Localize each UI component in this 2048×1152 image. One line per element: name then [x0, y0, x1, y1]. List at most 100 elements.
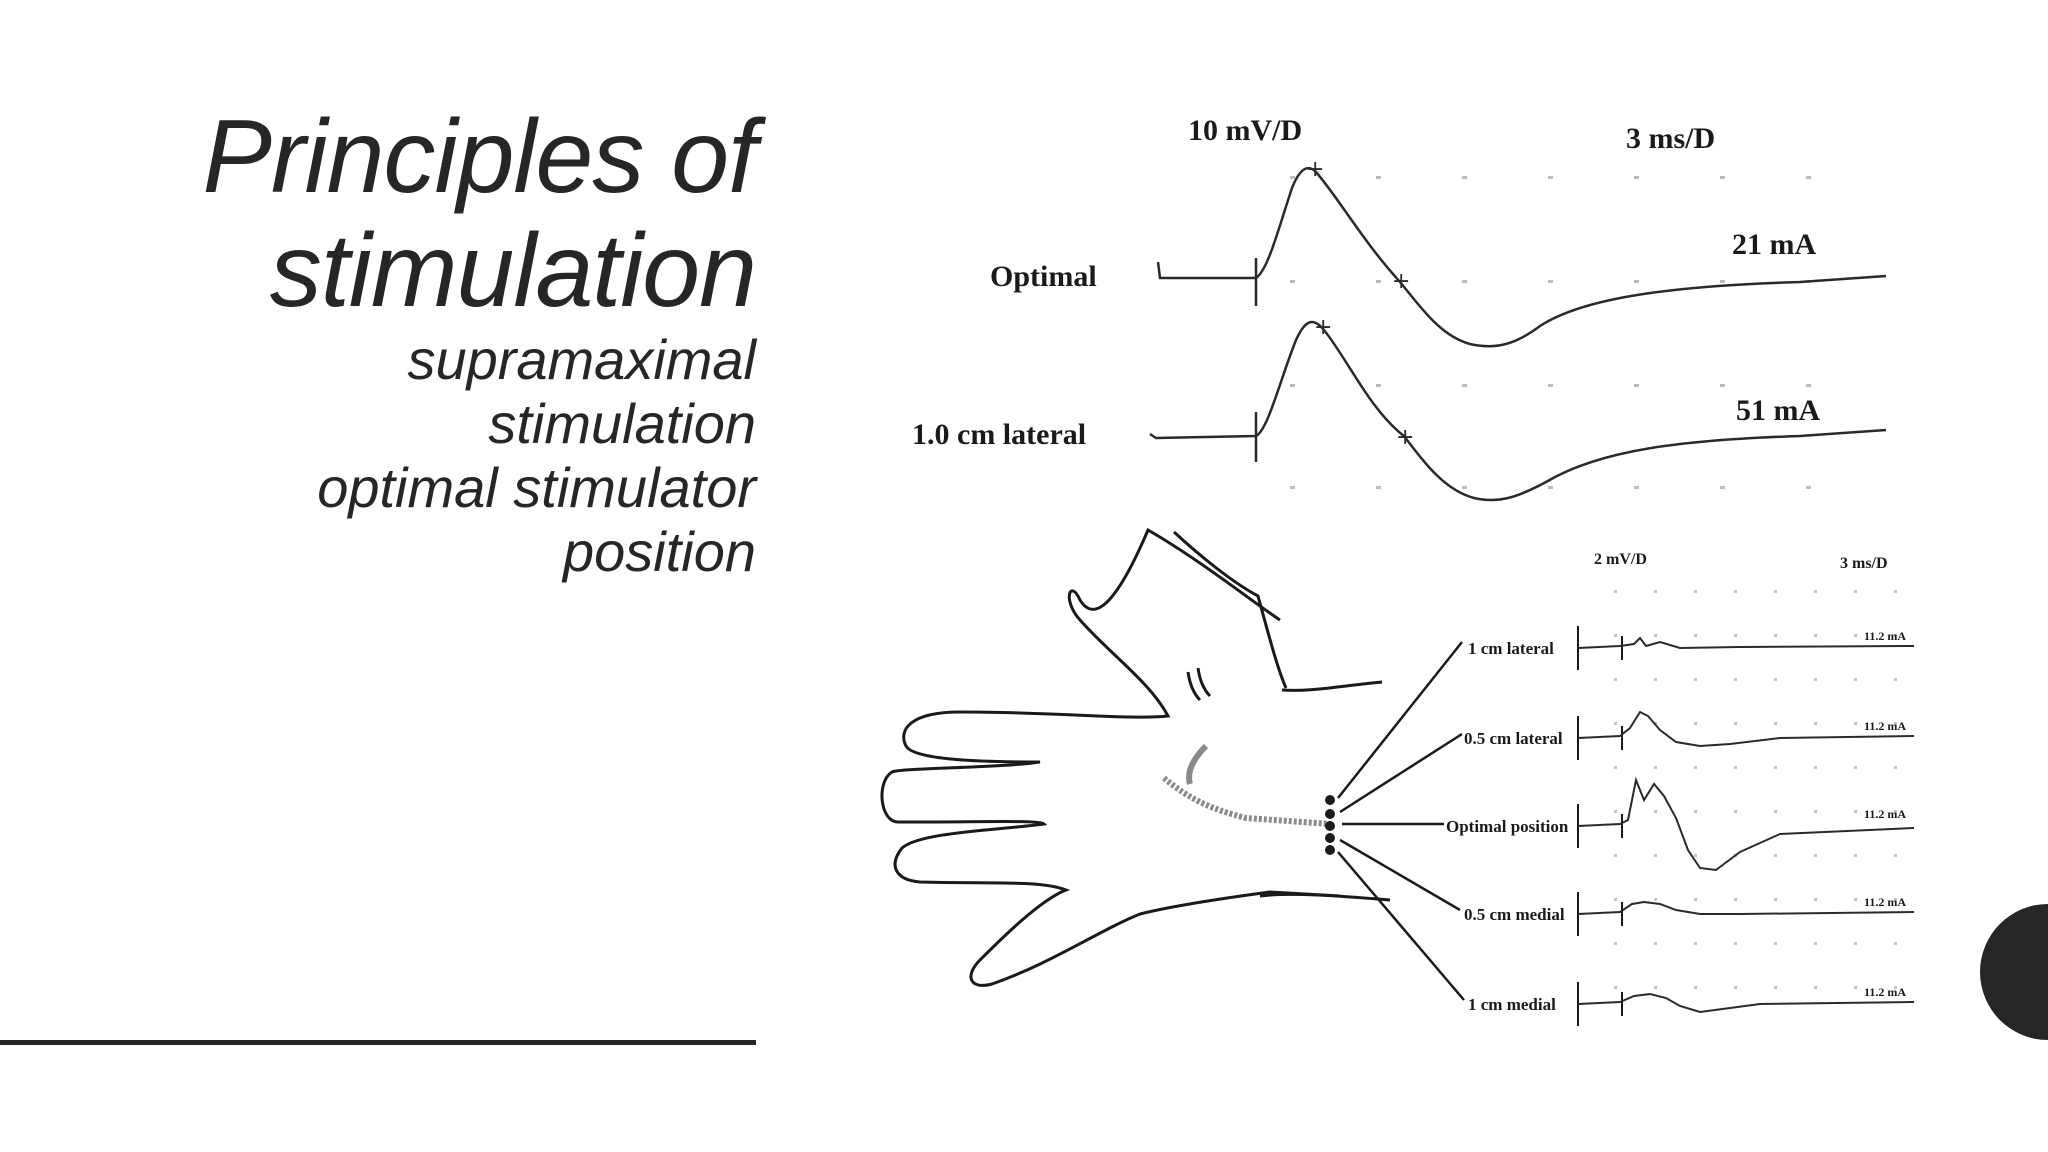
grid-dot: [1894, 678, 1897, 681]
grid-dot: [1614, 854, 1617, 857]
grid-dot: [1634, 384, 1639, 387]
grid-dot: [1734, 722, 1737, 725]
trace-current: 11.2 mA: [1864, 629, 1906, 643]
grid-dot: [1814, 898, 1817, 901]
grid-dot: [1806, 486, 1811, 489]
grid-dot: [1694, 634, 1697, 637]
grid-dot: [1854, 722, 1857, 725]
waveform-optimal: [1156, 167, 1887, 348]
stimulation-points: [1325, 795, 1335, 855]
onset-cursor-optimal: +: [1392, 269, 1410, 294]
grid-dot: [1376, 280, 1381, 283]
grid-dot: [1720, 176, 1725, 179]
grid-dot: [1854, 766, 1857, 769]
waveform-lateral: [1149, 320, 1887, 502]
grid-dot: [1894, 942, 1897, 945]
grid-dot: [1614, 634, 1617, 637]
top-time-label: 3 ms/D: [1626, 122, 1715, 155]
grid-dot: [1814, 678, 1817, 681]
grid-dot: [1854, 898, 1857, 901]
grid-dot: [1854, 986, 1857, 989]
grid-dot: [1720, 280, 1725, 283]
grid-dot: [1614, 898, 1617, 901]
onset-cursor-lateral: +: [1396, 425, 1414, 450]
grid-dot: [1614, 810, 1617, 813]
grid-dot: [1614, 766, 1617, 769]
grid-dot: [1854, 942, 1857, 945]
grid-dot: [1734, 766, 1737, 769]
grid-dot: [1376, 486, 1381, 489]
grid-dot: [1654, 590, 1657, 593]
grid-dot: [1734, 986, 1737, 989]
subtitle-line-1: supramaximal: [407, 328, 756, 391]
subtitle-line-2: stimulation: [488, 392, 756, 455]
hand-diagram: [880, 527, 1391, 987]
grid-dot: [1806, 176, 1811, 179]
grid-dot: [1734, 634, 1737, 637]
grid-dot: [1614, 942, 1617, 945]
grid-dot: [1734, 678, 1737, 681]
trace-label: 0.5 cm lateral: [1464, 729, 1563, 748]
grid-dot: [1654, 986, 1657, 989]
grid-dot: [1774, 898, 1777, 901]
grid-dot: [1548, 384, 1553, 387]
pointer-arrows: [1337, 641, 1465, 1001]
thumb-crease-2: [1196, 667, 1212, 698]
grid-dot: [1854, 854, 1857, 857]
grid-dot: [1814, 854, 1817, 857]
bottom-gain-label: 2 mV/D: [1594, 551, 1647, 568]
stim-point-4: [1325, 833, 1335, 843]
grid-dot: [1614, 678, 1617, 681]
grid-dot: [1894, 634, 1897, 637]
grid-dot: [1894, 766, 1897, 769]
arrow-1cm-medial: [1337, 851, 1465, 1001]
grid-dot: [1814, 634, 1817, 637]
grid-dot: [1694, 678, 1697, 681]
trace-current-lateral: 51 mA: [1736, 394, 1820, 427]
top-gain-label: 10 mV/D: [1188, 114, 1302, 147]
grid-dot: [1548, 280, 1553, 283]
grid-dot: [1654, 898, 1657, 901]
grid-dot: [1814, 942, 1817, 945]
trace-current-optimal: 21 mA: [1732, 228, 1816, 261]
grid-dot: [1894, 590, 1897, 593]
grid-dot: [1774, 678, 1777, 681]
grid-dot: [1290, 384, 1295, 387]
grid-dot: [1894, 854, 1897, 857]
grid-dot: [1814, 590, 1817, 593]
grid-dot: [1654, 634, 1657, 637]
slide-title-line-1: Principles of: [202, 99, 757, 215]
grid-dot: [1854, 590, 1857, 593]
trace-waveform: [1577, 710, 1915, 748]
trace-label-lateral: 1.0 cm lateral: [912, 418, 1086, 451]
grid-dot: [1774, 854, 1777, 857]
grid-dot: [1720, 384, 1725, 387]
grid-dot: [1894, 898, 1897, 901]
nerve-branch: [1186, 743, 1209, 785]
trace-current: 11.2 mA: [1864, 719, 1906, 733]
trace-current: 11.2 mA: [1864, 895, 1906, 909]
grid-dot: [1376, 176, 1381, 179]
grid-dot: [1720, 486, 1725, 489]
hand-outline-lower: [880, 527, 1341, 987]
trace-waveform: [1577, 900, 1915, 915]
grid-dot: [1614, 986, 1617, 989]
top-grid-dots: [1290, 176, 1811, 489]
grid-dot: [1694, 590, 1697, 593]
grid-dot: [1894, 810, 1897, 813]
trace-label-optimal: Optimal: [990, 260, 1097, 293]
wrist-outline-lower: [1259, 892, 1391, 902]
grid-dot: [1290, 280, 1295, 283]
grid-dot: [1694, 854, 1697, 857]
grid-dot: [1654, 942, 1657, 945]
grid-dot: [1694, 898, 1697, 901]
grid-dot: [1774, 810, 1777, 813]
grid-dot: [1462, 486, 1467, 489]
arrow-05cm-medial: [1339, 838, 1461, 912]
stim-point-3: [1325, 821, 1335, 831]
slide-title-block: Principles of stimulation supramaximal s…: [202, 99, 757, 584]
grid-dot: [1734, 810, 1737, 813]
